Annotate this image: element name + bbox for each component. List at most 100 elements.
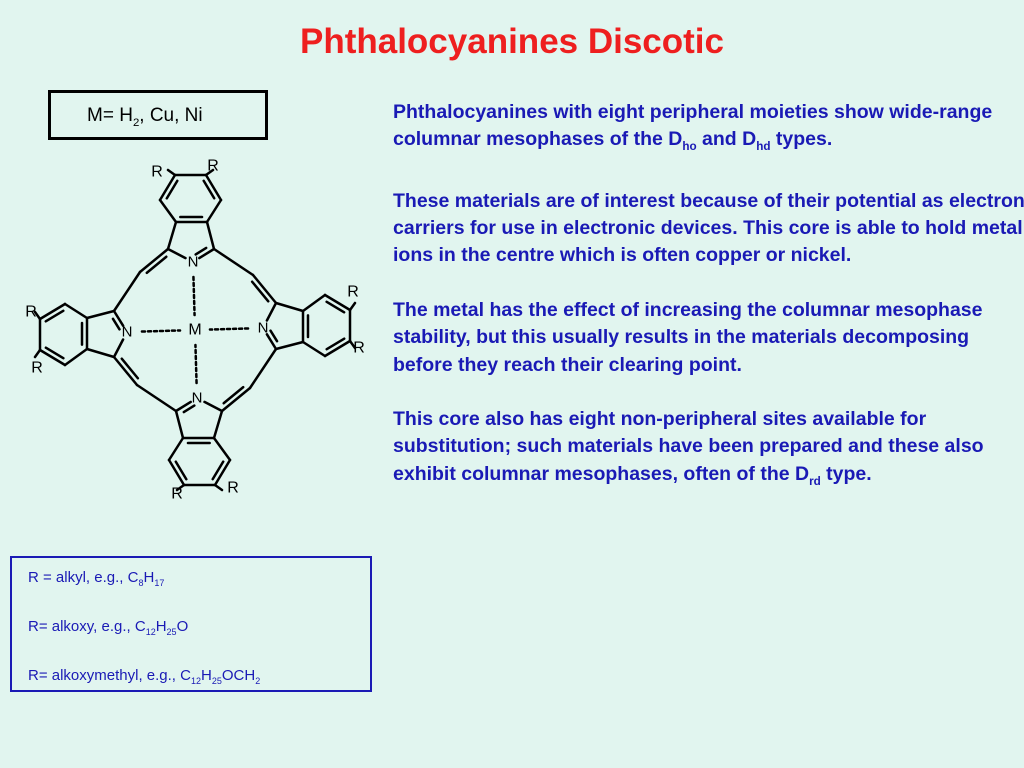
bond	[112, 338, 125, 359]
bond	[325, 300, 346, 314]
bond	[145, 255, 168, 275]
paragraph-4: This core also has eight non-peripheral …	[393, 406, 1024, 495]
bond	[138, 247, 170, 274]
bond	[323, 339, 352, 358]
paragraph-2: These materials are of interest because …	[393, 189, 1024, 267]
phthalocyanine-structure: N R R N R R N R R N R R M	[25, 158, 365, 503]
bond	[205, 198, 223, 224]
r-substituent-label: R	[31, 360, 43, 377]
bond	[198, 247, 216, 260]
bond	[174, 400, 192, 413]
bond	[204, 173, 223, 202]
bond	[269, 329, 279, 343]
bond	[202, 179, 216, 200]
bond	[112, 309, 125, 327]
paragraph-3: The metal has the effect of increasing t…	[393, 298, 983, 376]
bond	[211, 460, 225, 481]
r-substituent-label: R	[353, 340, 365, 357]
r-alkoxymethyl: R= alkoxymethyl, e.g., C12H25OCH2	[28, 667, 370, 694]
metal-suffix: , Cu, Ni	[139, 105, 203, 126]
bond	[274, 340, 305, 351]
r-alkoxymethyl-s2: 25	[211, 676, 222, 686]
bond	[158, 173, 177, 202]
bond	[348, 301, 357, 312]
bond	[182, 404, 196, 414]
p1-text-c: types.	[770, 128, 833, 151]
nitrogen-label: N	[122, 324, 133, 341]
r-alkoxy-s2: 25	[166, 627, 177, 637]
bond	[167, 436, 185, 462]
r-alkoxymethyl-s3: 2	[255, 676, 261, 686]
r-substituent-label: R	[151, 164, 163, 181]
r-alkyl-s1: 8	[138, 578, 144, 588]
r-alkoxy-s1: 12	[145, 627, 156, 637]
bond	[265, 333, 278, 351]
bond	[166, 247, 187, 260]
p1-text-b: and D	[696, 128, 757, 151]
bond	[194, 246, 208, 256]
metal-definition-box: M= H2, Cu, Ni	[48, 90, 268, 140]
p1-sub-ho: ho	[682, 140, 697, 154]
bond	[63, 302, 89, 320]
bond	[203, 400, 224, 413]
p4-text-b: type.	[820, 462, 872, 485]
bond	[222, 385, 245, 405]
r-alkoxy: R= alkoxy, e.g., C12H25O	[28, 618, 370, 645]
nitrogen-label: N	[192, 390, 203, 407]
r-substituent-label: R	[171, 486, 183, 503]
bond	[250, 280, 270, 303]
bond	[120, 357, 140, 380]
r-alkyl-s2: 17	[154, 578, 165, 588]
r-alkoxymethyl-a: R= alkoxymethyl, e.g., C	[28, 667, 191, 684]
bond	[158, 198, 178, 224]
r-alkyl-a: R = alkyl, e.g., C	[28, 569, 139, 586]
bond	[44, 346, 65, 360]
bond	[348, 339, 357, 350]
r-alkyl-b: H	[143, 569, 155, 586]
bond	[112, 270, 142, 313]
paragraph-1: Phthalocyanines with eight peripheral mo…	[393, 99, 1024, 160]
bond	[251, 273, 278, 305]
bond	[265, 301, 278, 322]
bond	[194, 343, 198, 385]
nitrogen-label: N	[258, 320, 269, 337]
r-substituent-label: R	[25, 304, 37, 321]
metal-subscript: 2	[132, 116, 140, 129]
bond	[212, 409, 224, 440]
r-substituent-label: R	[207, 158, 219, 175]
bond	[274, 301, 305, 313]
bond	[325, 337, 346, 351]
bond	[165, 179, 179, 200]
bond	[166, 220, 178, 251]
substituent-definition-box: R = alkyl, e.g., C8H17 R= alkoxy, e.g., …	[10, 556, 372, 692]
r-substituent-label: R	[347, 284, 359, 301]
bond	[85, 309, 116, 320]
bond	[85, 347, 116, 359]
bond	[174, 409, 185, 440]
r-alkoxy-a: R= alkoxy, e.g., C	[28, 618, 146, 635]
bond	[38, 302, 67, 321]
bond	[212, 436, 232, 462]
r-alkyl: R = alkyl, e.g., C8H17	[28, 569, 370, 596]
bond	[301, 340, 327, 358]
metal-prefix: M= H	[87, 105, 133, 126]
nitrogen-label: N	[188, 254, 199, 271]
bond	[63, 347, 89, 367]
p1-text-a: Phthalocyanines with eight peripheral mo…	[393, 101, 993, 151]
bond	[212, 247, 255, 277]
bond	[111, 317, 121, 331]
r-substituent-label: R	[227, 480, 239, 497]
bond	[301, 293, 327, 313]
bond	[175, 483, 186, 492]
p1-sub-hd: hd	[756, 140, 771, 154]
bond	[174, 460, 188, 481]
r-alkoxy-c: O	[176, 618, 189, 635]
metal-label: M	[188, 322, 201, 339]
bond	[44, 309, 65, 323]
bond	[135, 383, 178, 413]
bond	[167, 458, 186, 487]
bond	[112, 355, 139, 387]
r-alkoxy-b: H	[155, 618, 167, 635]
bond	[213, 458, 232, 487]
slide-title: Phthalocyanines Discotic	[299, 22, 725, 61]
